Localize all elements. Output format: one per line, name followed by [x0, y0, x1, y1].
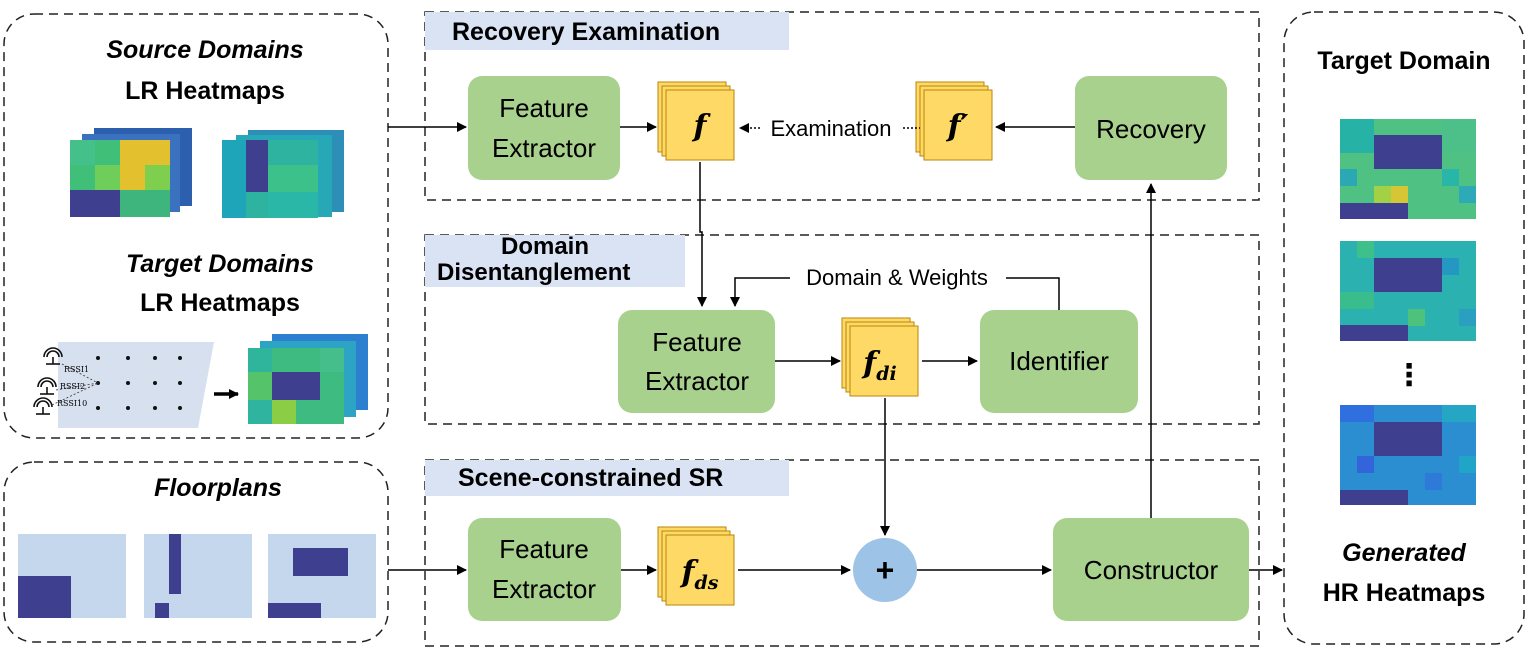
- scene-section-label: Scene-constrained SR: [458, 464, 723, 492]
- target-domains-title: Target Domains: [126, 250, 314, 278]
- source-lr-heatmaps-label: LR Heatmaps: [125, 77, 285, 105]
- hr-heatmaps-label: HR Heatmaps: [1323, 579, 1486, 607]
- examination-label: Examination: [770, 116, 891, 141]
- sum-node: +: [853, 538, 917, 602]
- floorplans-title: Floorplans: [154, 474, 282, 502]
- svg-text:Extractor: Extractor: [492, 574, 596, 604]
- floorplan-1: [18, 534, 126, 618]
- svg-text:Feature: Feature: [499, 534, 589, 564]
- recovery-section: [424, 11, 1260, 201]
- ellipsis: ⋮: [1394, 359, 1424, 392]
- generated-heatmap-1: [1340, 119, 1476, 219]
- source-heatmap-stack-1: [70, 128, 192, 217]
- feature-f-prime: f′: [915, 81, 993, 161]
- svg-text:+: +: [876, 552, 895, 588]
- domain-weights-label: Domain & Weights: [806, 265, 988, 290]
- source-target-panel: [3, 13, 389, 439]
- arrow-domain-weights-to-extractor: [730, 277, 790, 307]
- router-icon: [33, 347, 63, 415]
- source-domains-title: Source Domains: [106, 36, 303, 64]
- scene-feature-extractor: [468, 518, 621, 621]
- target-domain-title: Target Domain: [1317, 47, 1490, 75]
- floorplan-2: [144, 534, 252, 618]
- rssi-label-2: RSSI2: [60, 382, 85, 391]
- recovery-section-label: Recovery Examination: [452, 18, 720, 46]
- generated-heatmap-3: [1340, 405, 1476, 505]
- disentangle-section-label-2: Disentanglement: [437, 259, 630, 286]
- arrow-domain-weights-feedback: [1006, 277, 1060, 310]
- svg-text:Identifier: Identifier: [1009, 346, 1109, 376]
- rssi-measurement-sketch: RSSI1 RSSI2 RSSI10: [33, 342, 214, 428]
- disentangle-feature-extractor: [618, 310, 775, 413]
- svg-text:Constructor: Constructor: [1084, 555, 1219, 585]
- svg-text:Extractor: Extractor: [492, 133, 596, 163]
- rssi-label-1: RSSI1: [64, 365, 89, 374]
- disentangle-section-label-1: Domain: [501, 233, 589, 260]
- target-lr-heatmaps-label: LR Heatmaps: [140, 289, 300, 317]
- svg-text:f′: f′: [946, 109, 969, 144]
- recovery-feature-extractor: [468, 76, 620, 180]
- floorplan-3: [268, 534, 376, 618]
- arrow-f-to-disentangle-extractor: [697, 162, 707, 307]
- rssi-label-3: RSSI10: [57, 399, 87, 408]
- generated-title: Generated: [1342, 539, 1466, 567]
- target-heatmap-stack: [248, 334, 368, 424]
- feature-f-ds: fds: [657, 526, 735, 606]
- disentangle-section: [424, 234, 1260, 425]
- svg-text:Feature: Feature: [499, 93, 589, 123]
- svg-text:Recovery: Recovery: [1096, 114, 1206, 144]
- target-domain-panel: [1283, 11, 1525, 645]
- identifier-box: [980, 310, 1138, 413]
- source-heatmap-stack-2: [222, 130, 344, 218]
- svg-text:Feature: Feature: [652, 327, 742, 357]
- svg-text:Extractor: Extractor: [645, 366, 749, 396]
- constructor-box: [1053, 518, 1249, 621]
- feature-f: f: [657, 81, 735, 161]
- recovery-box: [1075, 76, 1227, 180]
- generated-heatmap-2: [1340, 241, 1476, 341]
- feature-f-di: fdi: [841, 317, 919, 397]
